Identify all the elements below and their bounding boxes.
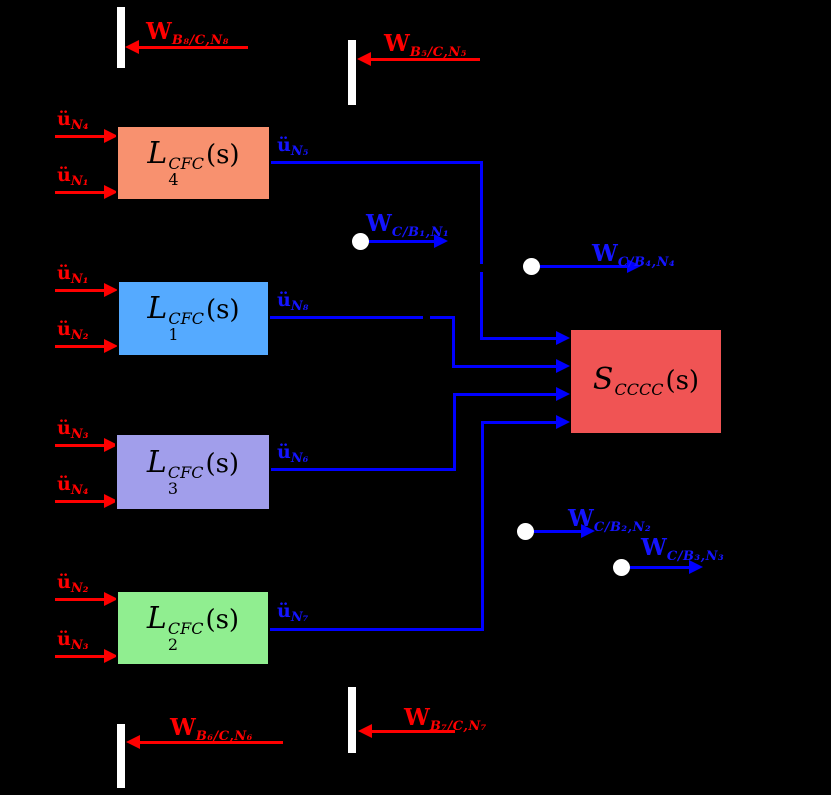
- wall-bar-top-middle: [348, 40, 356, 105]
- coupling-node-n2: [517, 523, 534, 540]
- input-label-l3-top: üN₃: [57, 417, 89, 442]
- output-label-l1: üN₈: [277, 289, 309, 314]
- wire-l2-vertical: [481, 422, 484, 631]
- arrowhead-s-input-4: [556, 415, 570, 429]
- wire-l2-output-horizontal: [270, 628, 484, 631]
- wire-l1-into-s: [452, 365, 557, 368]
- input-label-l4-top: üN₄: [57, 108, 89, 133]
- wall-force-line-bottom-middle: [367, 730, 455, 733]
- coupling-arrowhead-n3: [689, 560, 703, 574]
- input-arrowhead-l1-top: [104, 283, 118, 297]
- output-label-l3: üN₆: [277, 441, 309, 466]
- arrowhead-s-input-3: [556, 387, 570, 401]
- wire-l3-into-s: [453, 393, 557, 396]
- input-line-l3-bottom: [55, 500, 105, 503]
- input-line-l2-top: [55, 598, 105, 601]
- wire-l1-vertical: [452, 316, 455, 368]
- input-label-l3-bottom: üN₄: [57, 473, 89, 498]
- input-line-l1-top: [55, 289, 105, 292]
- wire-l4-vertical-upper: [480, 161, 483, 264]
- input-label-l1-bottom: üN₂: [57, 318, 89, 343]
- wall-force-line-top-middle: [366, 58, 480, 61]
- coupling-arrowhead-n1: [434, 234, 448, 248]
- input-arrowhead-l4-top: [104, 129, 118, 143]
- coupling-node-n4: [523, 258, 540, 275]
- wall-force-label-bottom-middle: WB₇/C,N₇: [404, 704, 487, 734]
- input-arrowhead-l1-bottom: [104, 339, 118, 353]
- wire-l1-output-horizontal-left: [270, 316, 423, 319]
- input-arrowhead-l4-bottom: [104, 185, 118, 199]
- wall-force-label-top-middle: WB₅/C,N₅: [384, 30, 467, 60]
- wire-l1-output-horizontal-right: [430, 316, 455, 319]
- input-label-l2-top: üN₂: [57, 571, 89, 596]
- input-label-l2-bottom: üN₃: [57, 628, 89, 653]
- input-line-l4-top: [55, 135, 105, 138]
- input-line-l1-bottom: [55, 345, 105, 348]
- coupling-label-n4: WC/B₄,N₄: [592, 240, 676, 270]
- coupling-arrowhead-n4: [627, 259, 641, 273]
- coupling-line-n1: [369, 240, 439, 243]
- coupling-line-n3: [630, 566, 694, 569]
- wire-l3-vertical: [453, 394, 456, 471]
- coupling-line-n2: [534, 530, 586, 533]
- wall-bar-top-left: [117, 7, 125, 68]
- wire-l4-into-s: [480, 337, 557, 340]
- wall-force-label-top-left: WB₈/C,N₈: [146, 18, 229, 48]
- output-label-l4: üN₅: [277, 134, 309, 159]
- coupling-label-n3: WC/B₃,N₃: [641, 534, 725, 564]
- coupling-label-n2: WC/B₂,N₂: [568, 505, 652, 535]
- input-arrowhead-l2-bottom: [104, 649, 118, 663]
- coupling-node-n3: [613, 559, 630, 576]
- input-line-l4-bottom: [55, 191, 105, 194]
- wall-bar-bottom-left: [117, 724, 125, 788]
- input-line-l2-bottom: [55, 655, 105, 658]
- wire-l4-vertical-lower: [480, 272, 483, 339]
- wall-force-arrowhead-bottom-middle: [358, 724, 372, 738]
- input-arrowhead-l3-bottom: [104, 494, 118, 508]
- wall-force-arrowhead-top-middle: [357, 52, 371, 66]
- coupling-node-n1: [352, 233, 369, 250]
- arrowhead-s-input-2: [556, 359, 570, 373]
- coupling-arrowhead-n2: [581, 524, 595, 538]
- coupling-label-n1: WC/B₁,N₁: [366, 210, 450, 240]
- input-line-l3-top: [55, 444, 105, 447]
- wire-l4-output-horizontal: [271, 161, 483, 164]
- input-label-l4-bottom: üN₁: [57, 164, 89, 189]
- wire-l2-into-s: [481, 421, 557, 424]
- wall-force-line-top-left: [134, 46, 248, 49]
- wall-force-label-bottom-left: WB₆/C,N₆: [170, 714, 253, 744]
- input-label-l1-top: üN₁: [57, 262, 89, 287]
- wall-bar-bottom-middle: [348, 687, 356, 753]
- input-arrowhead-l3-top: [104, 438, 118, 452]
- wire-l3-output-horizontal: [271, 468, 456, 471]
- coupling-line-n4: [540, 265, 632, 268]
- input-arrowhead-l2-top: [104, 592, 118, 606]
- wall-force-arrowhead-bottom-left: [126, 735, 140, 749]
- output-label-l2: üN₇: [277, 600, 309, 625]
- wall-force-line-bottom-left: [135, 741, 283, 744]
- wall-force-arrowhead-top-left: [125, 40, 139, 54]
- arrowhead-s-input-1: [556, 331, 570, 345]
